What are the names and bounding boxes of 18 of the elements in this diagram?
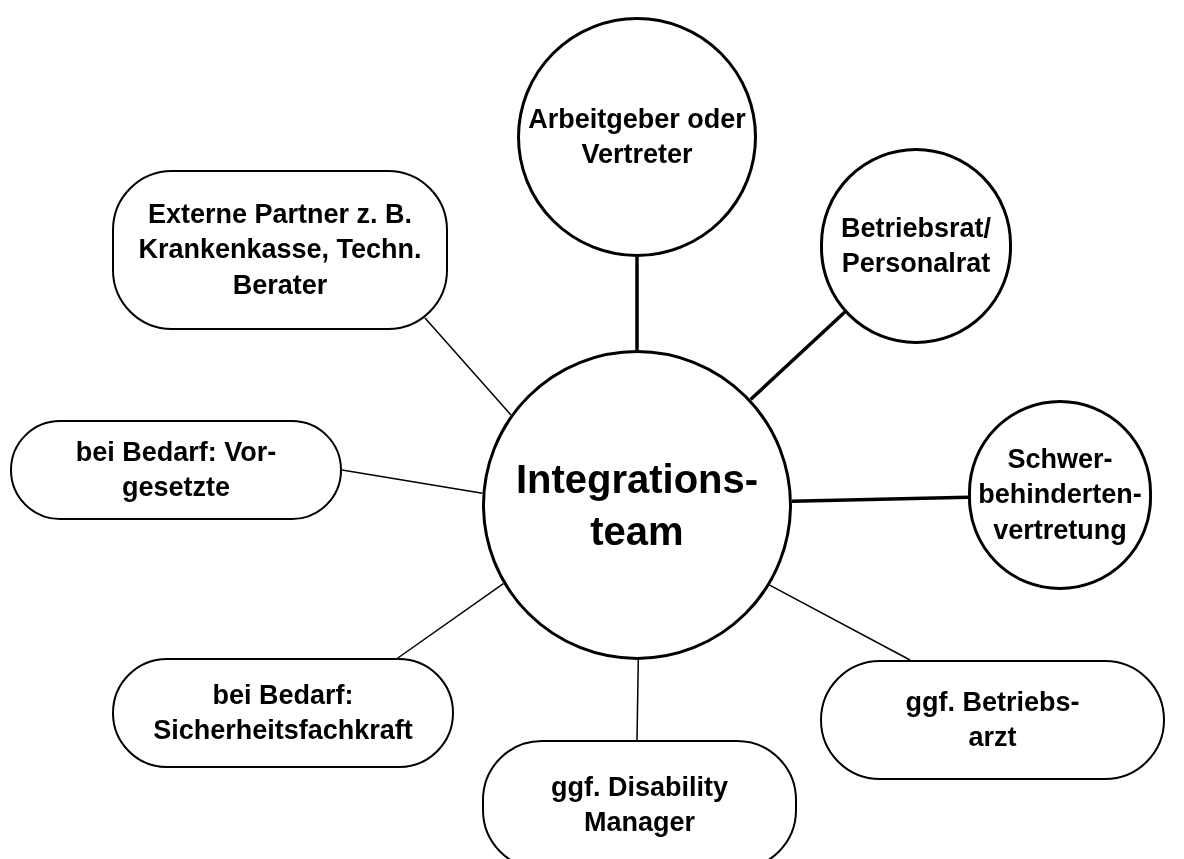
rounded-node: [112, 170, 448, 330]
connector-line: [341, 469, 484, 494]
node-label: Integrations- team: [514, 456, 760, 555]
connector-line: [636, 659, 640, 741]
connector-line: [424, 317, 512, 416]
connector-line: [768, 584, 911, 661]
node-label: Betriebsrat/ Personalrat: [839, 211, 993, 280]
node-label: Externe Partner z. B. Krankenkasse, Techn. Berater: [137, 198, 423, 302]
node-label: Schwer- behinderten- vertretung: [977, 443, 1143, 547]
node-label: ggf. Disability Manager: [550, 770, 729, 839]
connector-line: [749, 310, 847, 401]
node-label: Arbeitgeber oder Vertreter: [527, 102, 747, 171]
connector-line: [791, 495, 969, 504]
connector-line: [635, 257, 639, 350]
node-label: bei Bedarf: Vor- gesetzte: [74, 435, 278, 504]
node-label: ggf. Betriebs- arzt: [904, 685, 1081, 754]
node-label: bei Bedarf: Sicherheitsfachkraft: [152, 678, 414, 747]
connector-line: [394, 582, 505, 661]
